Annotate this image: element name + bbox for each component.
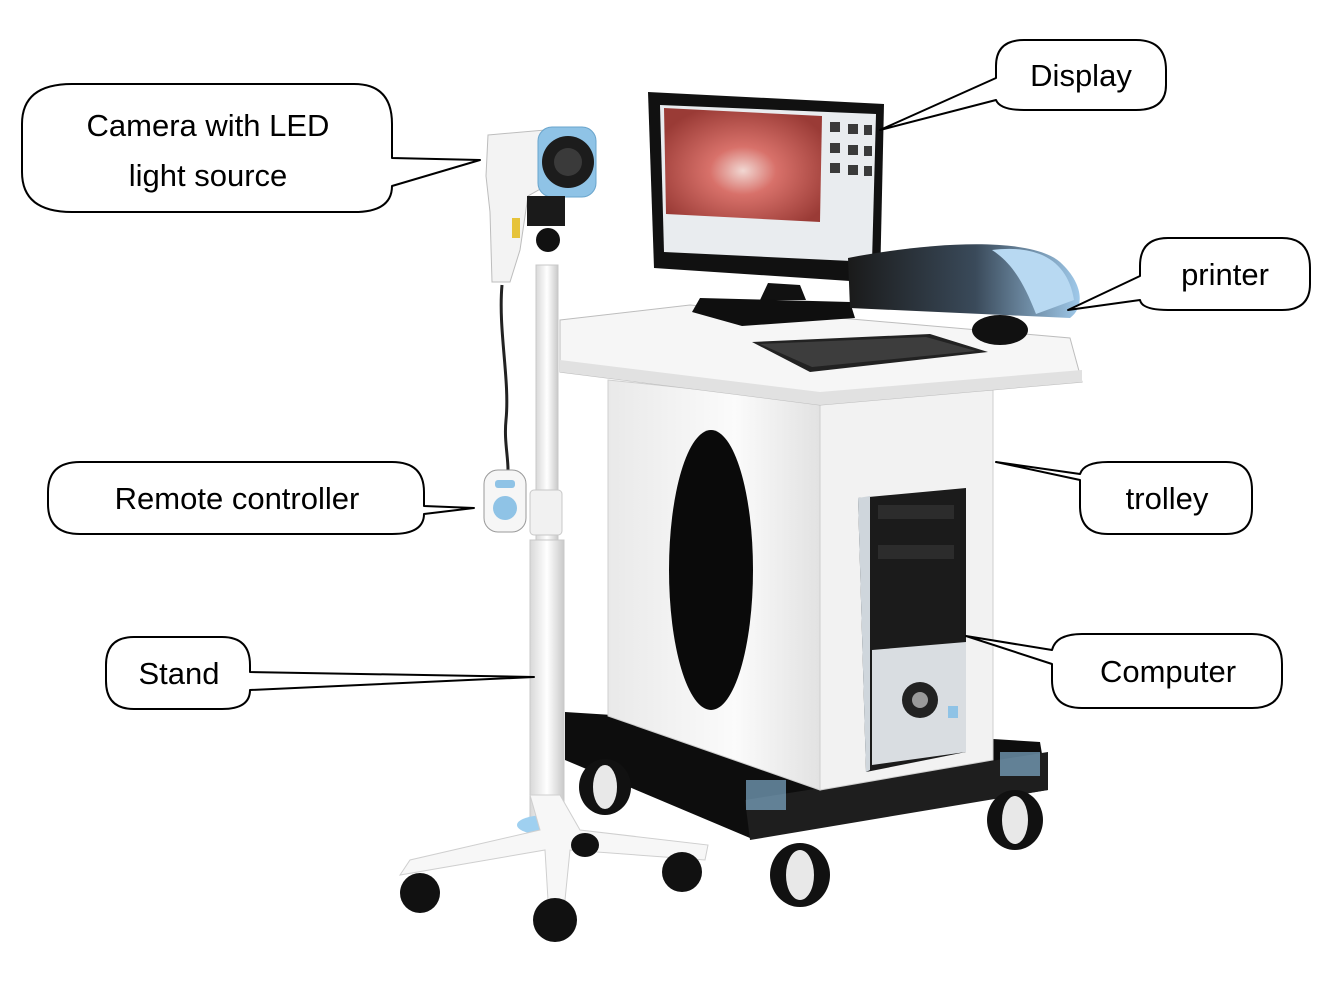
- callout-bubble-computer: [965, 633, 1283, 709]
- printer: [848, 244, 1080, 318]
- trolley-caster-wheels: [579, 759, 1043, 907]
- label-printer: printer: [1181, 257, 1269, 292]
- label-remote-controller: Remote controller: [114, 481, 360, 516]
- label-computer: Computer: [1099, 654, 1237, 689]
- label-stand: Stand: [138, 656, 220, 691]
- label-camera-line2: light source: [128, 158, 288, 193]
- callout-bubble-remote: [47, 461, 475, 535]
- label-display: Display: [1030, 58, 1132, 93]
- monitor: [648, 92, 884, 326]
- camera-head: [485, 126, 597, 283]
- keyboard-and-mouse: [752, 315, 1028, 372]
- label-trolley: trolley: [1125, 481, 1209, 516]
- callout-bubble-camera: [21, 83, 481, 213]
- label-camera-line1: Camera with LED: [86, 108, 330, 143]
- computer-tower: [858, 488, 966, 772]
- callout-bubble-display: [879, 39, 1167, 131]
- stand: [398, 264, 709, 942]
- callout-bubble-stand: [105, 636, 535, 710]
- callout-bubble-printer: [1067, 237, 1311, 311]
- callout-bubble-trolley: [995, 461, 1253, 535]
- remote-controller: [483, 284, 527, 533]
